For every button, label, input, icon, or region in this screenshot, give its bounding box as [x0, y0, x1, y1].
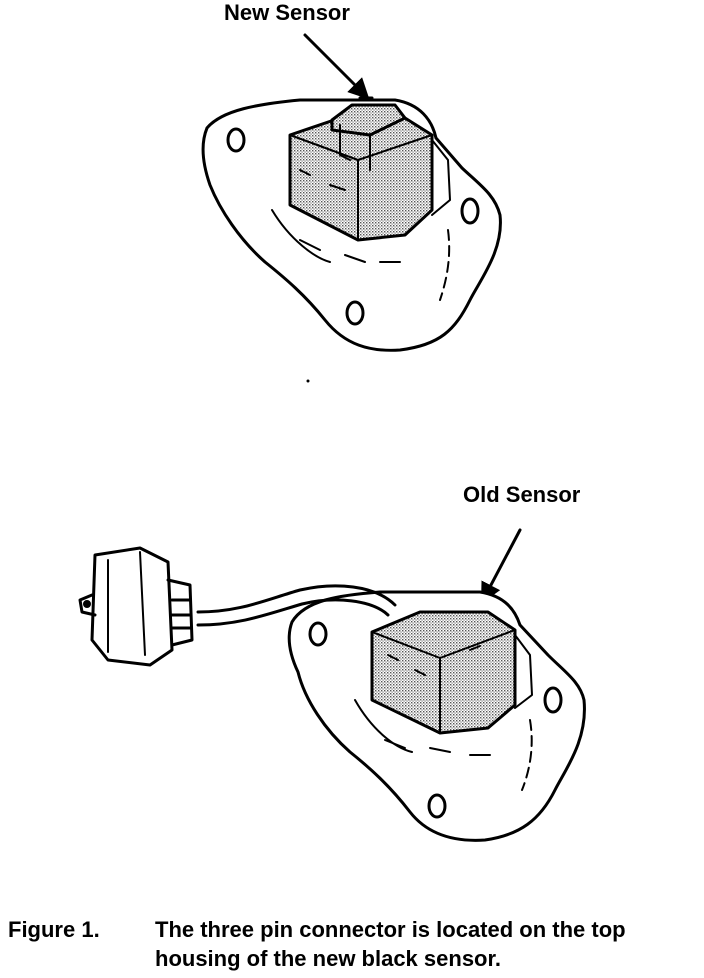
figure-number: Figure 1.: [8, 917, 100, 942]
old-sensor-housing: [370, 610, 517, 735]
new-sensor-hole-left: [226, 127, 246, 153]
old-sensor-plug: [90, 546, 174, 667]
old-sensor-cable: [196, 584, 397, 614]
new-sensor-hole-bottom: [345, 300, 365, 326]
old-sensor-hole-left: [308, 621, 328, 647]
new-sensor-connector: [330, 103, 407, 137]
old-sensor-hole-right: [543, 686, 563, 714]
new-sensor-hole-right: [460, 197, 480, 225]
old-sensor: [78, 528, 586, 842]
new-sensor-arrow: [303, 33, 370, 100]
new-sensor-label: New Sensor: [224, 0, 350, 25]
old-sensor-arrow: [480, 528, 522, 604]
figure-caption-text: The three pin connector is located on th…: [155, 917, 626, 971]
old-sensor-label: Old Sensor: [463, 482, 581, 507]
old-sensor-hole-bottom: [427, 793, 447, 819]
new-sensor: [201, 33, 502, 352]
